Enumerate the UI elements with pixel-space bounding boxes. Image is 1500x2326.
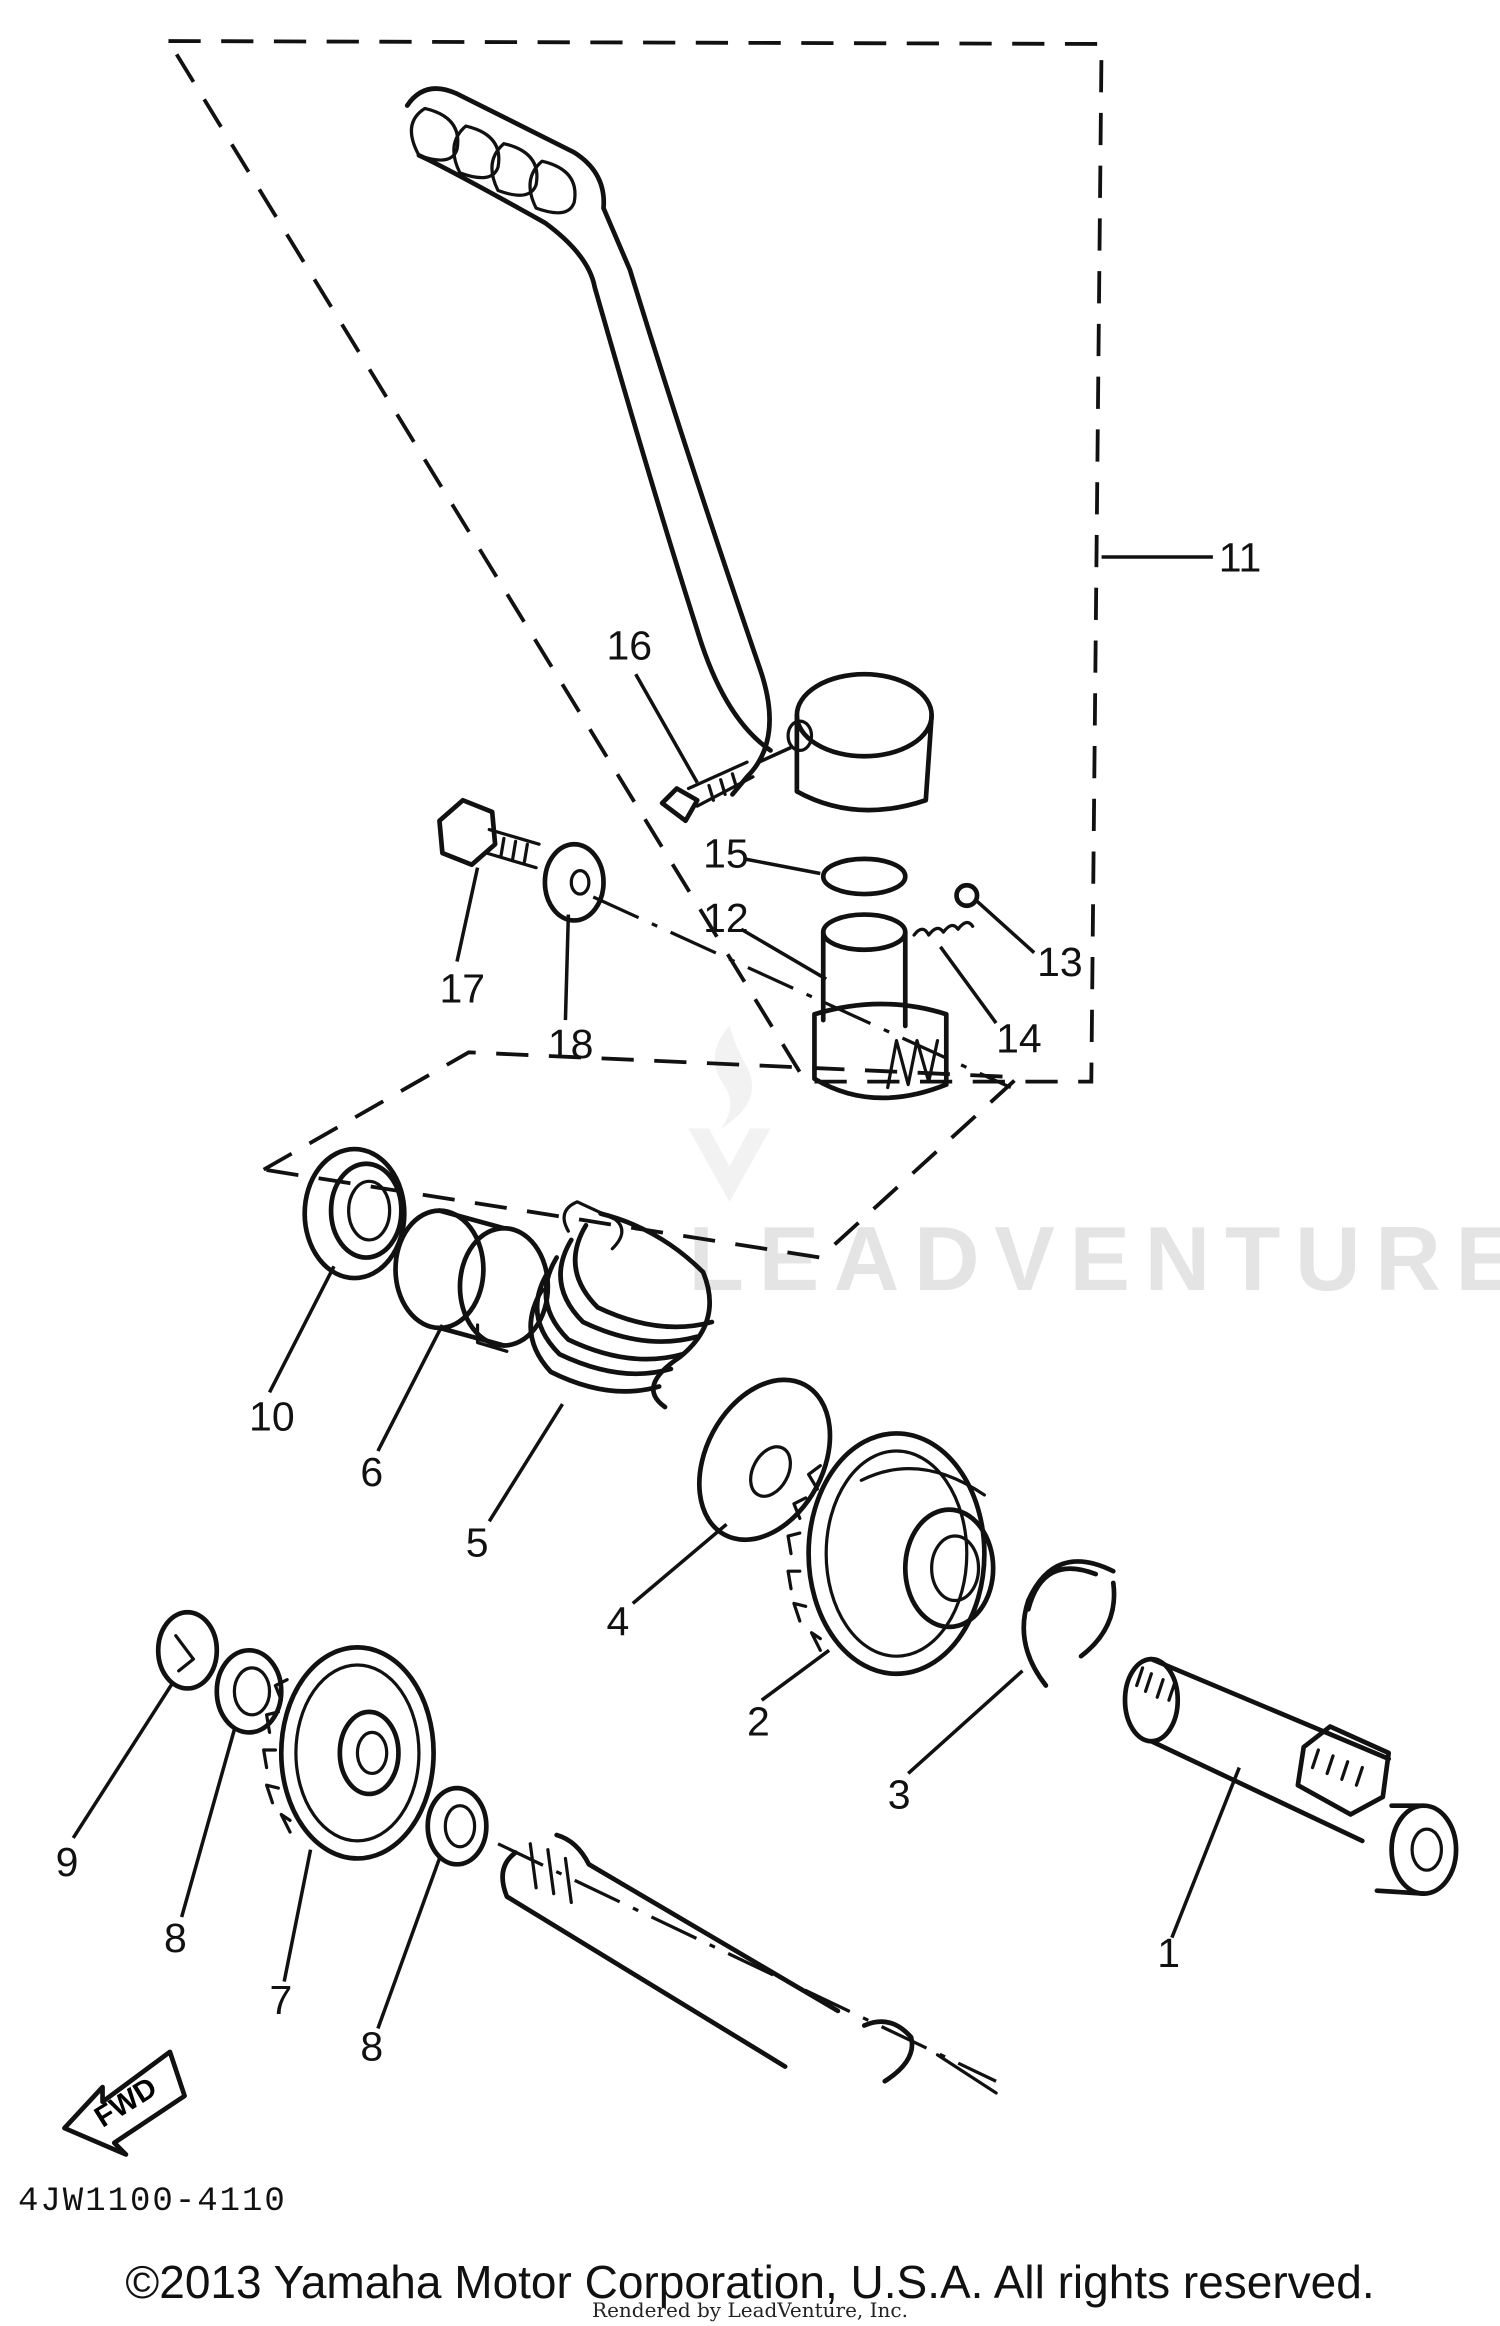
kick-crank-assembly-boundary [165,39,1104,1084]
diagram-code: 4JW1100-4110 [18,2183,287,2221]
gear-7 [262,1645,436,1861]
callout-13: 13 [1037,939,1083,985]
leader-6 [376,1324,444,1452]
leader-8-lower [376,1857,442,2030]
watermark-text: LEADVENTURE [688,1209,1500,1310]
leader-4 [631,1522,728,1605]
callout-8-lower: 8 [360,2024,383,2070]
leader-13 [974,898,1036,954]
pinch-bolt-16 [659,745,792,824]
leader-8-upper [179,1729,237,1918]
kick-crank-lever [404,86,934,813]
washer-8-lower [425,1785,489,1867]
leader-1 [1170,1766,1241,1939]
crank-axis-line [592,895,1012,1089]
circlip-3 [1021,1559,1117,1688]
leader-2 [760,1648,831,1702]
callout-18: 18 [548,1021,594,1067]
leader-9 [71,1681,175,1839]
bolt-17 [437,797,541,870]
circlip-9 [155,1609,220,1691]
leader-12 [740,927,828,981]
leader-3 [907,1669,1024,1775]
kick-gear-2 [786,1431,996,1677]
collar-6 [393,1208,551,1353]
callout-7: 7 [270,1977,293,2023]
leader-18 [563,914,571,1021]
o-ring-15 [820,856,908,897]
callout-14: 14 [996,1015,1042,1061]
callout-11: 11 [1219,535,1262,581]
leader-10 [267,1265,336,1394]
callout-8-upper: 8 [164,1915,187,1961]
callout-17: 17 [439,966,485,1012]
leader-17 [455,867,480,962]
spring-14 [912,920,975,937]
callout-10: 10 [249,1393,295,1439]
kick-axle-1 [1122,1656,1459,1896]
callout-12: 12 [703,895,749,941]
leader-14 [939,945,998,1025]
oil-seal-10 [302,1146,407,1281]
leader-7 [282,1849,313,1982]
callout-1: 1 [1157,1930,1180,1976]
callout-15: 15 [703,831,749,877]
main-shaft [500,1832,998,2095]
leader-16 [634,673,699,784]
callout-2: 2 [747,1698,770,1744]
leader-5 [487,1403,564,1523]
watermark-logo [688,1025,771,1202]
callout-3: 3 [888,1772,911,1818]
callout-9: 9 [56,1839,79,1885]
torsion-spring-5 [528,1200,715,1410]
fwd-arrow-icon [62,2049,187,2157]
copyright-text: ©2013 Yamaha Motor Corporation, U.S.A. A… [125,2256,1375,2308]
fwd-label: FWD [89,2071,163,2134]
callout-5: 5 [466,1520,489,1566]
ball-13 [954,882,980,909]
render-credit-text: Rendered by LeadVenture, Inc. [592,2298,908,2322]
washer-18 [542,841,606,923]
callout-6: 6 [360,1449,383,1495]
boss-group-boundary [258,1050,1023,1260]
callout-4: 4 [606,1599,629,1645]
callout-16: 16 [606,623,652,669]
washer-8-upper [214,1647,284,1735]
leader-15 [743,857,821,876]
